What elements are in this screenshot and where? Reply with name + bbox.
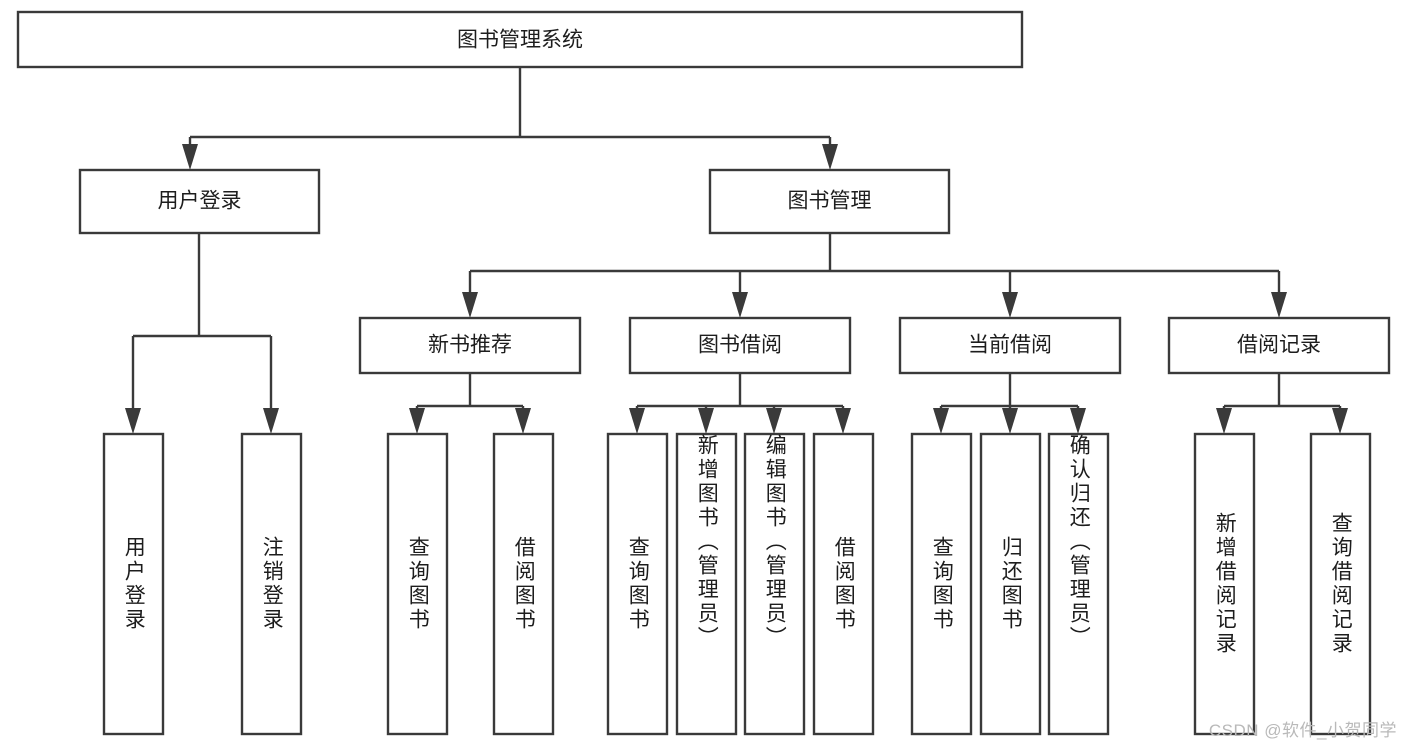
arrow-borrow-leaf3 <box>766 408 782 434</box>
node-user-login[interactable] <box>78 168 321 235</box>
node-leaf-borrow-book-1[interactable] <box>492 432 555 736</box>
node-leaf-user-login[interactable] <box>102 432 165 736</box>
arrow-borrow-leaf1 <box>629 408 645 434</box>
arrow-borrow-leaf2 <box>698 408 714 434</box>
node-user-login-label: 用户登录 <box>158 190 242 213</box>
arrow-root-to-userlogin <box>182 144 198 170</box>
arrow-bookmgmt-to-newbook <box>462 292 478 318</box>
arrow-current-leaf3 <box>1070 408 1086 434</box>
node-layer: 图书管理系统 用户登录 图书管理 新书推荐 图书借阅 当前借阅 借阅记录 <box>16 10 1391 736</box>
node-new-book-recommend[interactable] <box>358 316 582 375</box>
node-leaf-query-book-3[interactable] <box>910 432 973 736</box>
arrow-current-leaf2 <box>1002 408 1018 434</box>
node-leaf-logout[interactable] <box>240 432 303 736</box>
node-leaf-confirm-return-admin[interactable] <box>1047 432 1110 736</box>
arrow-userlogin-leaf2 <box>263 408 279 434</box>
node-leaf-add-borrow-record[interactable] <box>1193 432 1256 736</box>
arrow-record-leaf2 <box>1332 408 1348 434</box>
node-current-borrow-label: 当前借阅 <box>968 334 1052 357</box>
arrow-bookmgmt-to-current <box>1002 292 1018 318</box>
node-leaf-edit-book-admin[interactable] <box>743 432 806 736</box>
arrow-record-leaf1 <box>1216 408 1232 434</box>
arrow-borrow-leaf4 <box>835 408 851 434</box>
arrow-newbook-leaf1 <box>409 408 425 434</box>
node-book-management-label: 图书管理 <box>788 190 872 213</box>
arrow-userlogin-leaf1 <box>125 408 141 434</box>
node-root-system-label: 图书管理系统 <box>457 29 583 52</box>
node-book-borrow-label: 图书借阅 <box>698 334 782 357</box>
node-borrow-record[interactable] <box>1167 316 1391 375</box>
node-leaf-return-book[interactable] <box>979 432 1042 736</box>
arrow-root-to-bookmgmt <box>822 144 838 170</box>
arrow-current-leaf1 <box>933 408 949 434</box>
node-current-borrow[interactable] <box>898 316 1122 375</box>
node-root-system[interactable] <box>16 10 1024 69</box>
node-leaf-query-borrow-record[interactable] <box>1309 432 1372 736</box>
node-leaf-borrow-book-2[interactable] <box>812 432 875 736</box>
node-leaf-query-book-1[interactable] <box>386 432 449 736</box>
node-leaf-query-book-2[interactable] <box>606 432 669 736</box>
arrow-newbook-leaf2 <box>515 408 531 434</box>
node-borrow-record-label: 借阅记录 <box>1237 334 1321 357</box>
connector-layer <box>125 67 1348 434</box>
node-leaf-add-book-admin[interactable] <box>675 432 738 736</box>
arrow-bookmgmt-to-record <box>1271 292 1287 318</box>
node-book-management[interactable] <box>708 168 951 235</box>
node-book-borrow[interactable] <box>628 316 852 375</box>
arrow-bookmgmt-to-borrow <box>732 292 748 318</box>
node-new-book-recommend-label: 新书推荐 <box>428 334 512 357</box>
